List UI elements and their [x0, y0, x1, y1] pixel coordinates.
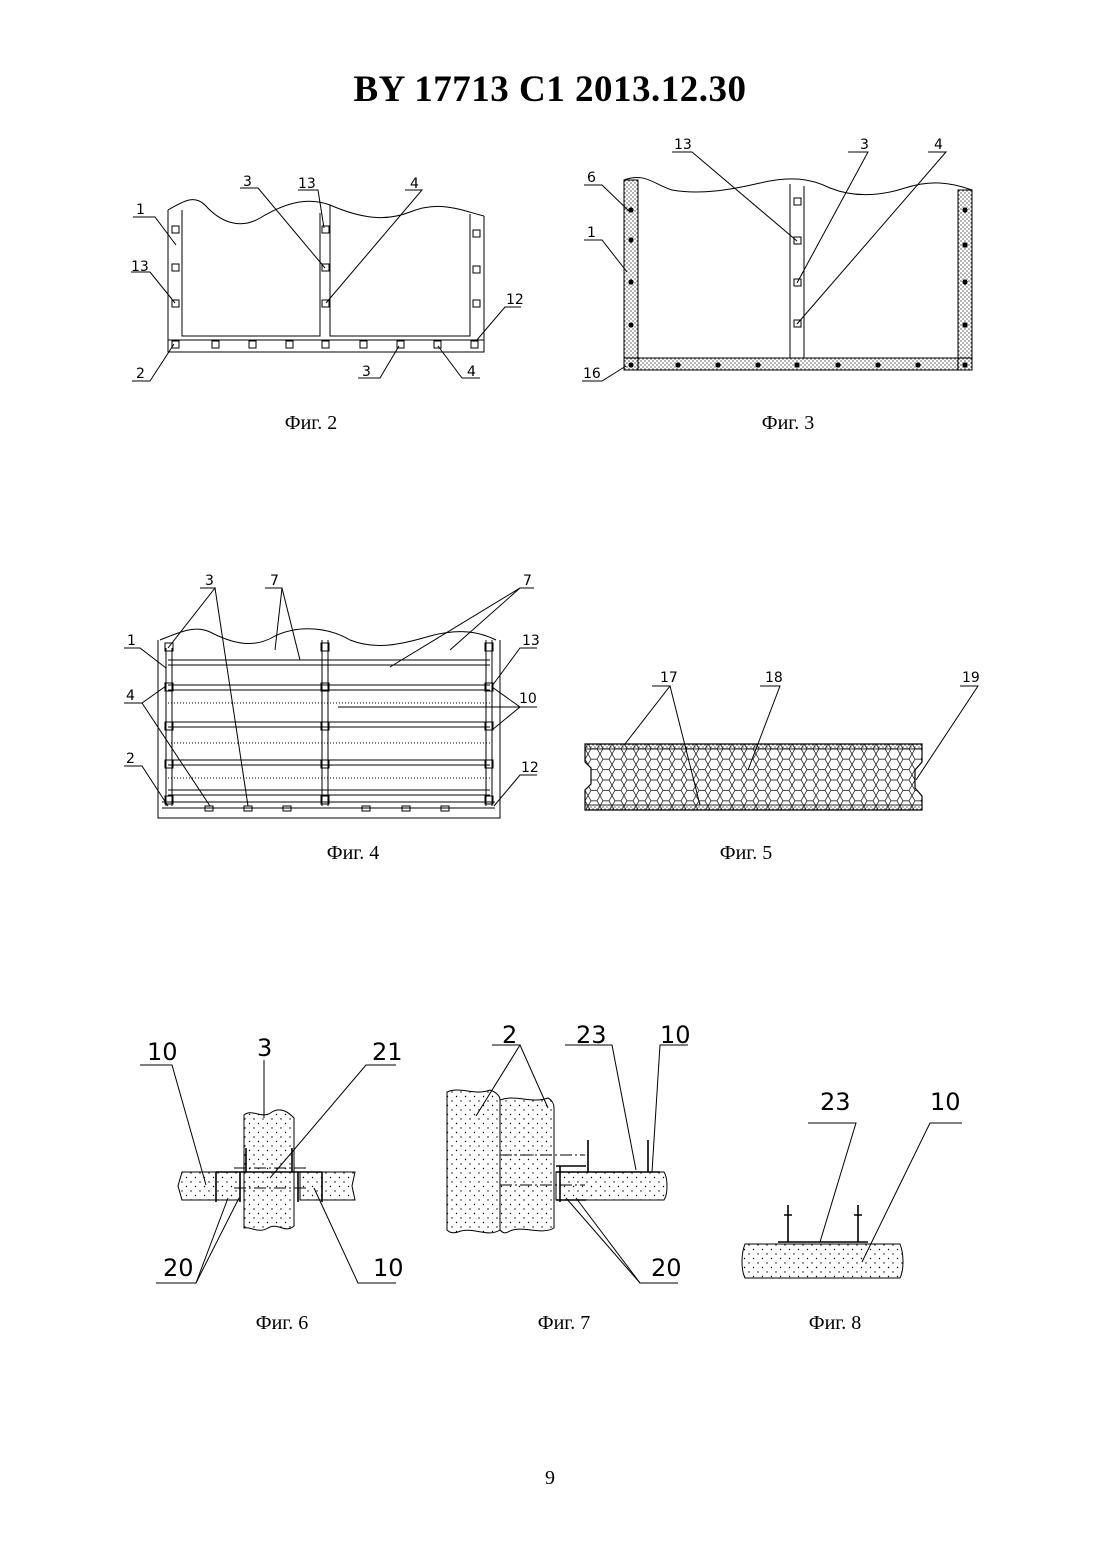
fig2-label: 3	[243, 174, 252, 190]
fig3-label: 3	[860, 137, 869, 153]
fig6-label: 10	[373, 1254, 404, 1282]
figure-2-drawing: 1 13 3 13 4 12 2 3 4	[120, 170, 540, 390]
page-number: 9	[0, 1467, 1100, 1490]
fig4-label: 13	[522, 633, 540, 649]
fig7-label: 2	[502, 1021, 517, 1049]
figure-6-drawing: 10 3 21 20 10	[130, 1030, 410, 1295]
fig6-label: 10	[147, 1038, 178, 1066]
fig3-label: 6	[587, 170, 596, 186]
figure-8-caption: Фиг. 8	[735, 1312, 935, 1335]
fig2-label: 4	[467, 364, 476, 380]
fig3-label: 4	[934, 137, 943, 153]
patent-header: BY 17713 C1 2013.12.30	[0, 68, 1100, 111]
fig2-label: 1	[136, 202, 145, 218]
fig4-label: 3	[205, 573, 214, 589]
figure-4-drawing: 3 7 7 1 13 4 10 2 12	[115, 565, 545, 825]
fig5-label: 18	[765, 670, 783, 686]
fig4-labels: 3 7 7 1 13 4 10 2 12	[126, 573, 540, 776]
figure-7-caption: Фиг. 7	[464, 1312, 664, 1335]
fig6-label: 3	[257, 1034, 272, 1062]
figure-8-drawing: 23 10	[735, 1075, 975, 1290]
figure-3-drawing: 13 3 4 6 1 16	[570, 130, 990, 390]
fig7-label: 10	[660, 1021, 691, 1049]
fig5-labels: 17 18 19	[660, 670, 980, 686]
fig3-bolts	[628, 207, 967, 367]
figure-3-caption: Фиг. 3	[688, 412, 888, 435]
fig8-label: 10	[930, 1088, 961, 1116]
fig2-label: 3	[362, 364, 371, 380]
fig8-labels: 23 10	[820, 1088, 961, 1116]
fig5-label: 19	[962, 670, 980, 686]
fig3-label: 13	[674, 137, 692, 153]
figure-5-caption: Фиг. 5	[646, 842, 846, 865]
figure-6-caption: Фиг. 6	[182, 1312, 382, 1335]
fig2-label: 4	[410, 176, 419, 192]
fig6-label: 20	[163, 1254, 194, 1282]
fig2-label: 12	[506, 292, 524, 308]
fig4-label: 2	[126, 751, 135, 767]
fig6-label: 21	[372, 1038, 403, 1066]
fig2-label: 13	[131, 259, 149, 275]
fig4-label: 7	[523, 573, 532, 589]
figure-7-drawing: 2 23 10 20	[435, 1015, 695, 1300]
fig2-connectors	[172, 226, 480, 348]
fig2-label: 13	[298, 176, 316, 192]
fig7-label: 23	[576, 1021, 607, 1049]
fig2-label: 2	[136, 366, 145, 382]
fig4-label: 12	[521, 760, 539, 776]
figure-2-caption: Фиг. 2	[211, 412, 411, 435]
fig4-label: 7	[270, 573, 279, 589]
fig3-label: 1	[587, 225, 596, 241]
fig8-label: 23	[820, 1088, 851, 1116]
fig4-label: 1	[127, 633, 136, 649]
fig4-label: 10	[519, 691, 537, 707]
fig5-label: 17	[660, 670, 678, 686]
fig4-label: 4	[126, 688, 135, 704]
figure-5-drawing: 17 18 19	[575, 660, 995, 820]
figure-4-caption: Фиг. 4	[253, 842, 453, 865]
fig7-label: 20	[651, 1254, 682, 1282]
fig2-labels: 1 13 3 13 4 12 2 3 4	[131, 174, 524, 382]
fig3-label: 16	[583, 366, 601, 382]
